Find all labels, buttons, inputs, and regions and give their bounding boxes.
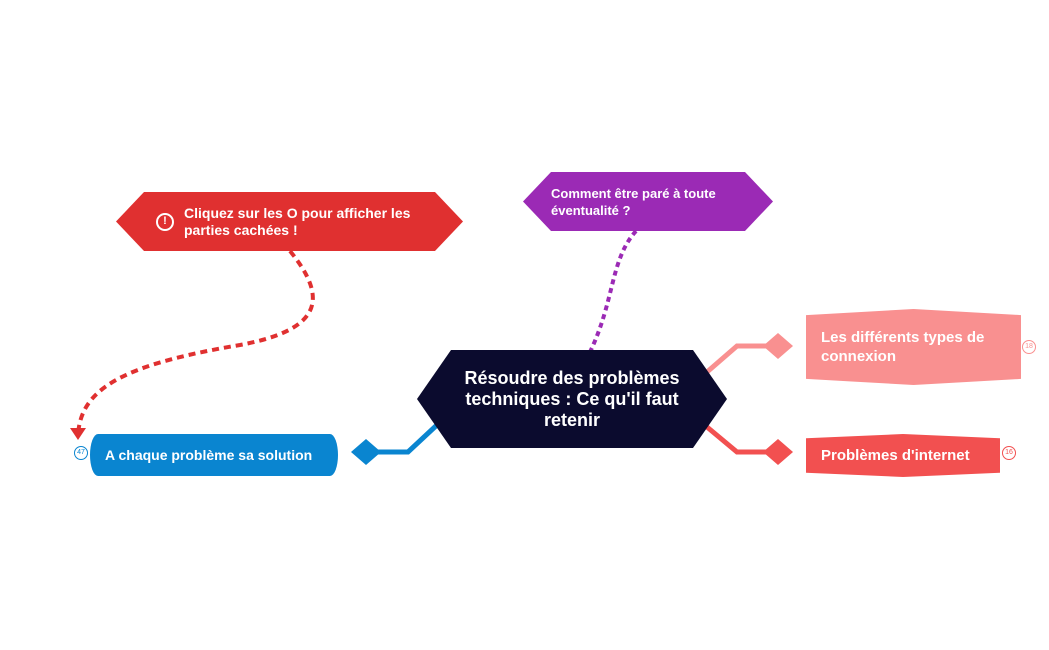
branch-connection-types-label: Les différents types de connexion xyxy=(821,329,985,365)
branch-solution-collapse-badge[interactable]: 47 xyxy=(74,446,88,460)
connection-types-branch-connector xyxy=(705,343,775,374)
exclamation-icon: ! xyxy=(156,213,174,231)
branch-solution[interactable]: A chaque problème sa solution xyxy=(90,434,338,476)
central-topic[interactable]: Résoudre des problèmes techniques : Ce q… xyxy=(417,350,727,448)
central-topic-label: Résoudre des problèmes techniques : Ce q… xyxy=(464,367,680,430)
hint-note-label: Cliquez sur les O pour afficher les part… xyxy=(184,204,411,238)
hint-arrowhead xyxy=(70,428,86,440)
solution-branch-connector xyxy=(368,422,440,455)
branch-internet-label: Problèmes d'internet xyxy=(821,447,970,464)
branch-connection-types-collapse-badge[interactable]: 18 xyxy=(1022,340,1036,354)
branch-internet-collapse-badge[interactable]: 16 xyxy=(1002,446,1016,460)
branch-connection-types[interactable]: Les différents types de connexion xyxy=(806,309,1021,385)
solution-diamond xyxy=(351,439,381,465)
hint-dashed-connector xyxy=(76,249,315,437)
internet-branch-connector xyxy=(705,425,775,455)
internet-diamond xyxy=(763,439,793,465)
hint-note[interactable]: ! Cliquez sur les O pour afficher les pa… xyxy=(116,192,463,251)
question-note-label: Comment être paré à toute éventualité ? xyxy=(551,185,716,218)
question-dotted-connector xyxy=(588,229,638,353)
connection-types-diamond xyxy=(763,333,793,359)
question-note[interactable]: Comment être paré à toute éventualité ? xyxy=(523,172,773,231)
branch-internet[interactable]: Problèmes d'internet xyxy=(806,434,1000,477)
branch-solution-label: A chaque problème sa solution xyxy=(105,447,313,463)
